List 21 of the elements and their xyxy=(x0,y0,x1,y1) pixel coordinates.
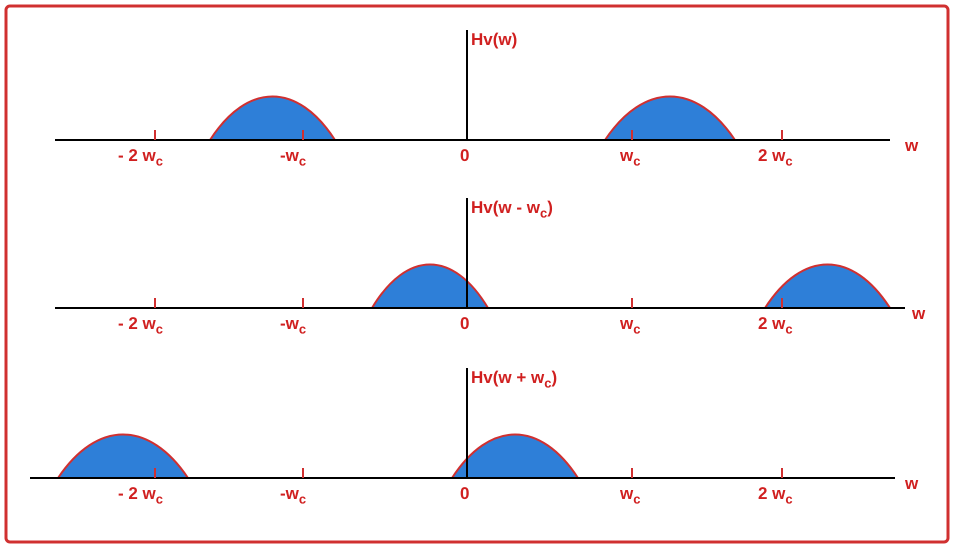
function-label: Hv(w) xyxy=(471,30,518,50)
tick-label: - 2 w$_{c}$ xyxy=(118,484,164,508)
tick-label: w$_{c}$ xyxy=(620,484,640,508)
tick-label: 2 w$_{c}$ xyxy=(758,314,793,338)
tick-label: w$_{c}$ xyxy=(620,146,640,170)
tick-label: - 2 w$_{c}$ xyxy=(118,146,164,170)
axis-label: w xyxy=(905,474,918,494)
tick-label: -w$_{c}$ xyxy=(280,146,306,170)
function-label: Hv(w - w$_{c}$) xyxy=(471,198,553,222)
tick-label: - 2 w$_{c}$ xyxy=(118,314,164,338)
tick-label: w$_{c}$ xyxy=(620,314,640,338)
axis-label: w xyxy=(905,136,918,156)
tick-label: 0 xyxy=(460,146,470,166)
tick-label: 2 w$_{c}$ xyxy=(758,146,793,170)
axis-label: w xyxy=(912,304,926,324)
tick-label: -w$_{c}$ xyxy=(280,314,306,338)
tick-label: -w$_{c}$ xyxy=(280,484,306,508)
tick-label: 2 w$_{c}$ xyxy=(758,484,793,508)
function-label: Hv(w + w$_{c}$) xyxy=(471,368,558,392)
tick-label: 0 xyxy=(460,314,470,334)
tick-label: 0 xyxy=(460,484,470,504)
